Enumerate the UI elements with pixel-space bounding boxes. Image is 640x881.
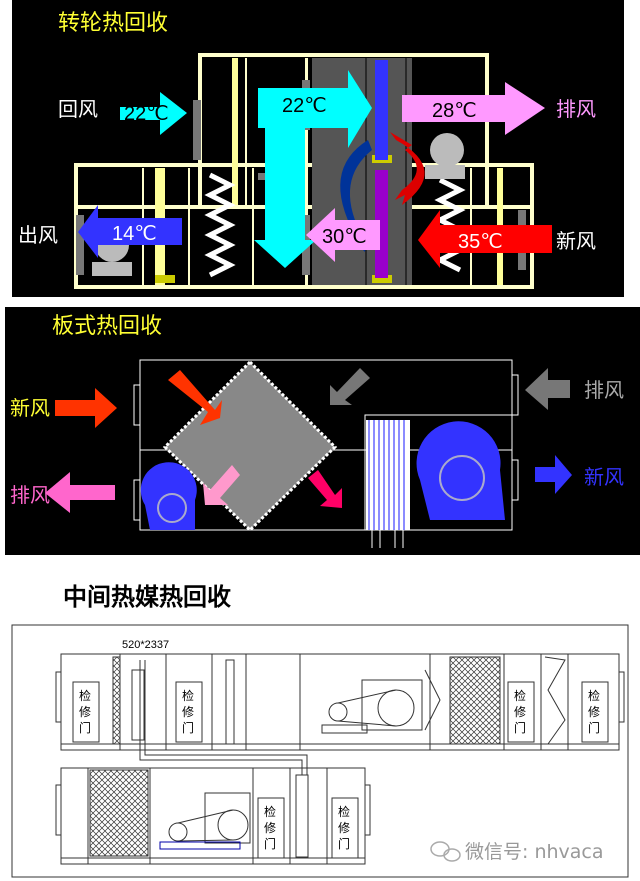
arrow-return-inside (254, 70, 372, 268)
svg-text:修: 修 (264, 820, 276, 835)
temp-return-inside: 22℃ (282, 95, 327, 117)
plate-exchanger-panel: 板式热回收 (5, 307, 640, 555)
panel1-title: 转轮热回收 (58, 11, 168, 36)
svg-text:门: 门 (338, 836, 350, 851)
label-return-air: 回风 (58, 97, 98, 121)
label-exhaust-out: 排风 (10, 483, 50, 507)
upper-unit (55, 653, 625, 751)
access-door: 检修门 (581, 681, 609, 743)
access-doors: 检修门 检修门 检修门 检修门 检修门 检修门 (72, 681, 609, 859)
svg-text:检: 检 (79, 688, 91, 703)
panel3-title: 中间热媒热回收 (63, 583, 231, 611)
svg-text:检: 检 (182, 688, 194, 703)
arrow-exhaust-in (525, 368, 570, 410)
dimension-label: 520*2337 (122, 639, 169, 651)
runaround-coil-panel: 中间热媒热回收 520*2337 (11, 583, 629, 878)
svg-text:修: 修 (588, 704, 600, 719)
svg-text:检: 检 (514, 688, 526, 703)
rotary-wheel-panel: 转轮热回收 (12, 0, 624, 297)
svg-text:修: 修 (514, 704, 526, 719)
svg-text:检: 检 (264, 804, 276, 819)
watermark: 微信号: nhvaca (465, 841, 604, 863)
svg-text:修: 修 (79, 704, 91, 719)
temp-exhaust: 28℃ (432, 100, 477, 122)
fan-icon (425, 133, 465, 179)
arrow-fresh-in (55, 388, 117, 428)
label-exhaust-air: 排风 (556, 97, 596, 121)
access-door: 检修门 (257, 797, 285, 859)
arrow-after-wheel (306, 208, 380, 262)
label-fresh-in: 新风 (10, 396, 50, 420)
wechat-icon (430, 841, 461, 862)
arrow-fresh (418, 210, 552, 268)
fan-icon (140, 462, 197, 530)
label-fresh-air: 新风 (556, 229, 596, 253)
access-door: 检修门 (72, 681, 100, 743)
arrow-return-in (120, 92, 187, 135)
svg-text:门: 门 (79, 720, 91, 735)
wheel-supply-side (375, 170, 388, 278)
arrow-fresh-out (535, 455, 572, 494)
coil (366, 420, 410, 530)
arrow-exhaust-left (203, 465, 240, 505)
svg-text:修: 修 (182, 704, 194, 719)
svg-text:门: 门 (182, 720, 194, 735)
access-door: 检修门 (175, 681, 203, 743)
label-supply-air: 出风 (18, 223, 58, 247)
wheel-exhaust-side (375, 60, 388, 160)
svg-text:门: 门 (588, 720, 600, 735)
svg-text:门: 门 (264, 836, 276, 851)
svg-text:门: 门 (514, 720, 526, 735)
arrow-exhaust-out (45, 472, 115, 513)
svg-text:检: 检 (588, 688, 600, 703)
temp-supply: 14℃ (112, 223, 157, 245)
filter-icon (204, 172, 236, 278)
svg-text:修: 修 (338, 820, 350, 835)
arrow-exhaust (402, 82, 545, 135)
rotation-arrow-icon (390, 132, 425, 205)
fan-icon (416, 421, 505, 520)
temp-return-in: 22℃ (124, 103, 169, 125)
access-door: 检修门 (507, 681, 535, 743)
label-exhaust-in: 排风 (584, 378, 624, 402)
label-fresh-out: 新风 (584, 465, 624, 489)
arrow-supply (78, 205, 182, 258)
arrow-fresh-right (308, 470, 342, 508)
access-door: 检修门 (331, 797, 359, 859)
svg-text:检: 检 (338, 804, 350, 819)
temp-fresh: 35℃ (458, 231, 503, 253)
rotation-arrow-icon (340, 140, 372, 252)
arrow-fresh-down (168, 370, 222, 425)
temp-after-wheel: 30℃ (322, 226, 367, 248)
arrow-exhaust-down (330, 368, 370, 405)
panel2-title: 板式热回收 (52, 314, 162, 339)
lower-unit (55, 660, 371, 865)
